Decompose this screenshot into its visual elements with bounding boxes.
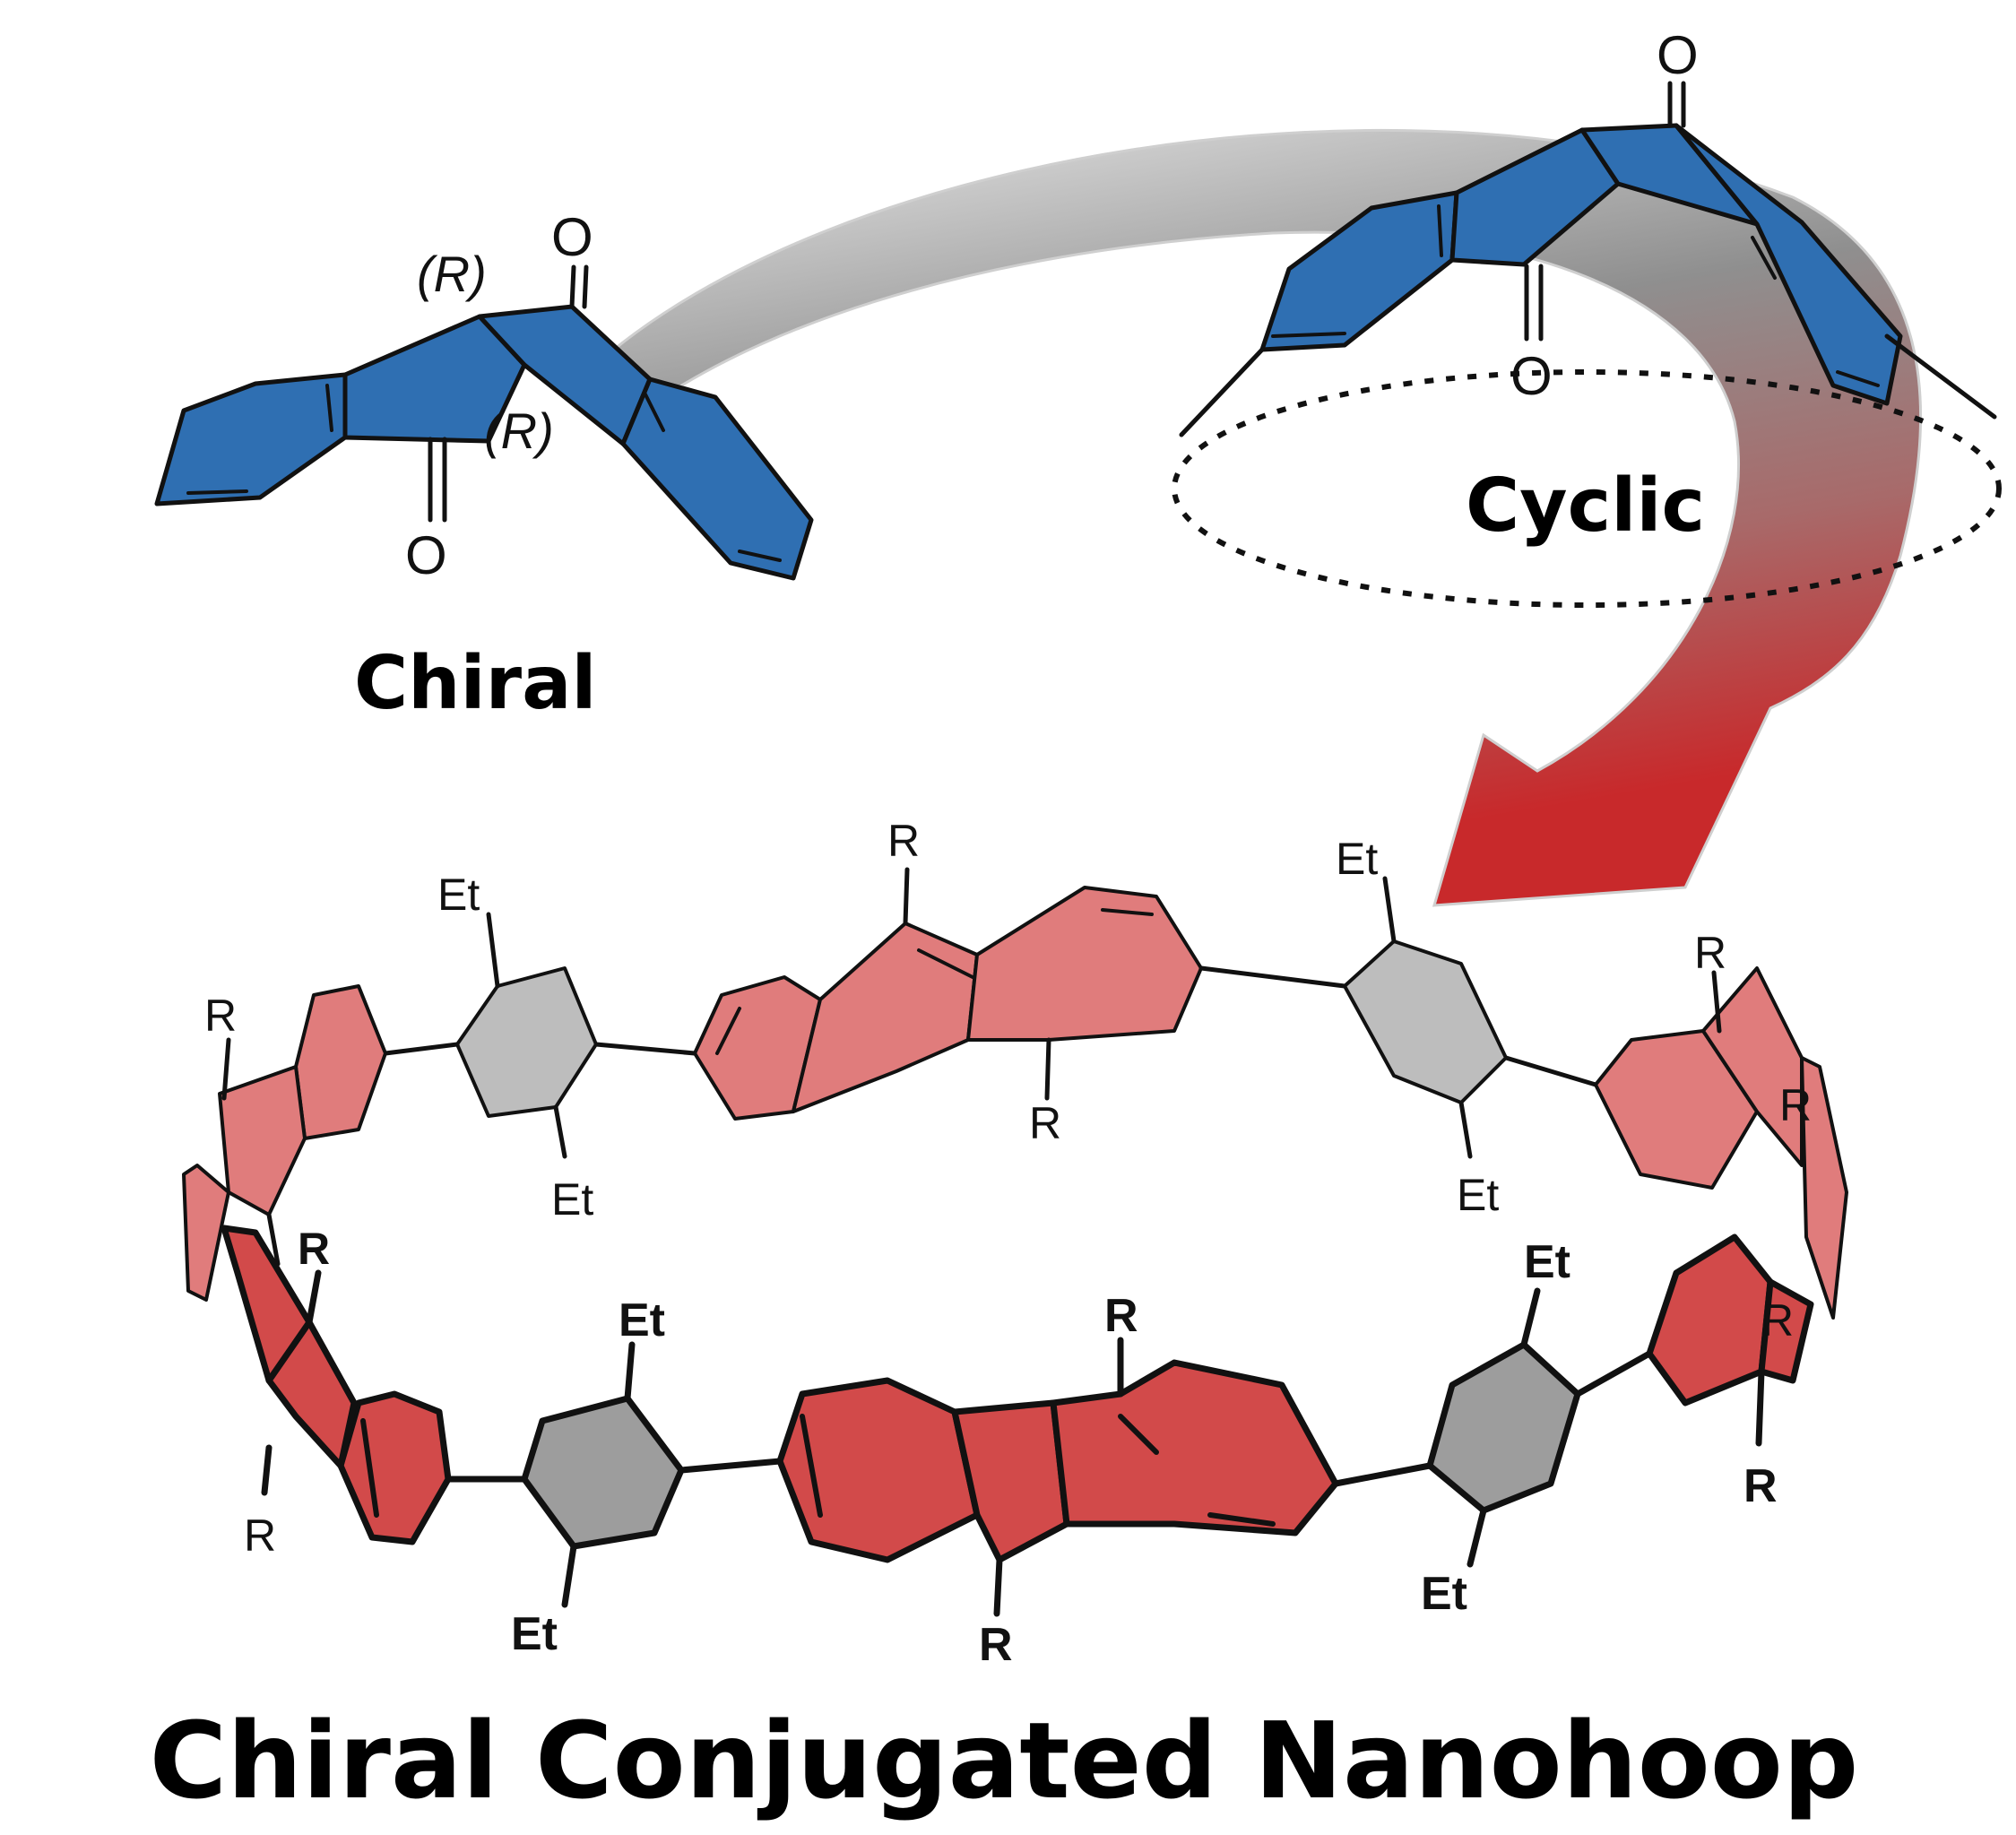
diethylphenyl-spacer (1426, 1341, 1581, 1514)
indenofluorene-side-ring (1800, 1056, 1848, 1320)
r-group-label: R (244, 1510, 276, 1561)
r-group-label: R (1104, 1290, 1138, 1342)
ethyl-label: Et (551, 1174, 593, 1225)
ethyl-label: Et (1336, 834, 1378, 884)
r-group-label: R (1694, 928, 1726, 978)
stereo-descriptor: (R) (484, 402, 554, 459)
title: Chiral Conjugated Nanohoop (150, 1699, 1859, 1822)
diethylphenyl-spacer (521, 1395, 685, 1550)
five-ring-left (1449, 127, 1621, 267)
diethylphenyl-spacer (455, 966, 598, 1118)
cyclic-monomer: O O (1172, 25, 2002, 608)
indenofluorene-front-ring (221, 1225, 313, 1384)
oxygen-label: O (405, 525, 447, 585)
indenofluorene-side-ring (218, 1065, 307, 1216)
r-group-label: R (298, 1224, 330, 1274)
indenofluorene-front-ring (1050, 1359, 1339, 1536)
stereo-descriptor: (R) (417, 246, 487, 302)
five-ring-left (342, 314, 527, 444)
chiral-label: Chiral (354, 641, 597, 726)
ethyl-label: Et (511, 1608, 558, 1660)
benzene-ring-right (620, 377, 814, 581)
indenofluorene-front-ring (337, 1390, 452, 1545)
diethylphenyl-spacer (1343, 939, 1508, 1104)
indenofluorene-back-ring (792, 922, 979, 1113)
cyclic-label: Cyclic (1466, 463, 1705, 549)
r-group-label: R (979, 1619, 1013, 1671)
ethyl-label: Et (1457, 1170, 1499, 1220)
r-group-label: R (1743, 1460, 1778, 1512)
benzene-ring-left (154, 372, 348, 506)
r-group-label: R (204, 991, 237, 1041)
indenofluorene-side-ring (294, 984, 387, 1140)
r-group-label: R (887, 816, 920, 866)
oxygen-label: O (1657, 25, 1699, 85)
indenofluorene-side-ring (182, 1164, 230, 1302)
indenofluorene-front-ring (1758, 1278, 1814, 1384)
indenofluorene-back-ring (966, 886, 1203, 1042)
benzene-ring-right (1674, 123, 1903, 406)
indenofluorene-front-ring (951, 1399, 1070, 1563)
ethyl-label: Et (437, 870, 480, 920)
ring-closure-dashed (1172, 369, 2002, 608)
r-group-label: R (1761, 1295, 1794, 1346)
nanohoop: R R Et Et Et Et R R R R (182, 816, 1848, 1671)
chiral-monomer: O O (R) (R) (154, 207, 814, 585)
r-group-label: R (1779, 1080, 1812, 1130)
oxygen-label: O (551, 207, 593, 267)
ethyl-label: Et (619, 1294, 665, 1346)
ethyl-label: Et (1524, 1236, 1570, 1288)
indenofluorene-front-ring (1646, 1233, 1774, 1407)
r-group-label: R (1029, 1098, 1061, 1148)
ethyl-label: Et (1421, 1568, 1467, 1620)
